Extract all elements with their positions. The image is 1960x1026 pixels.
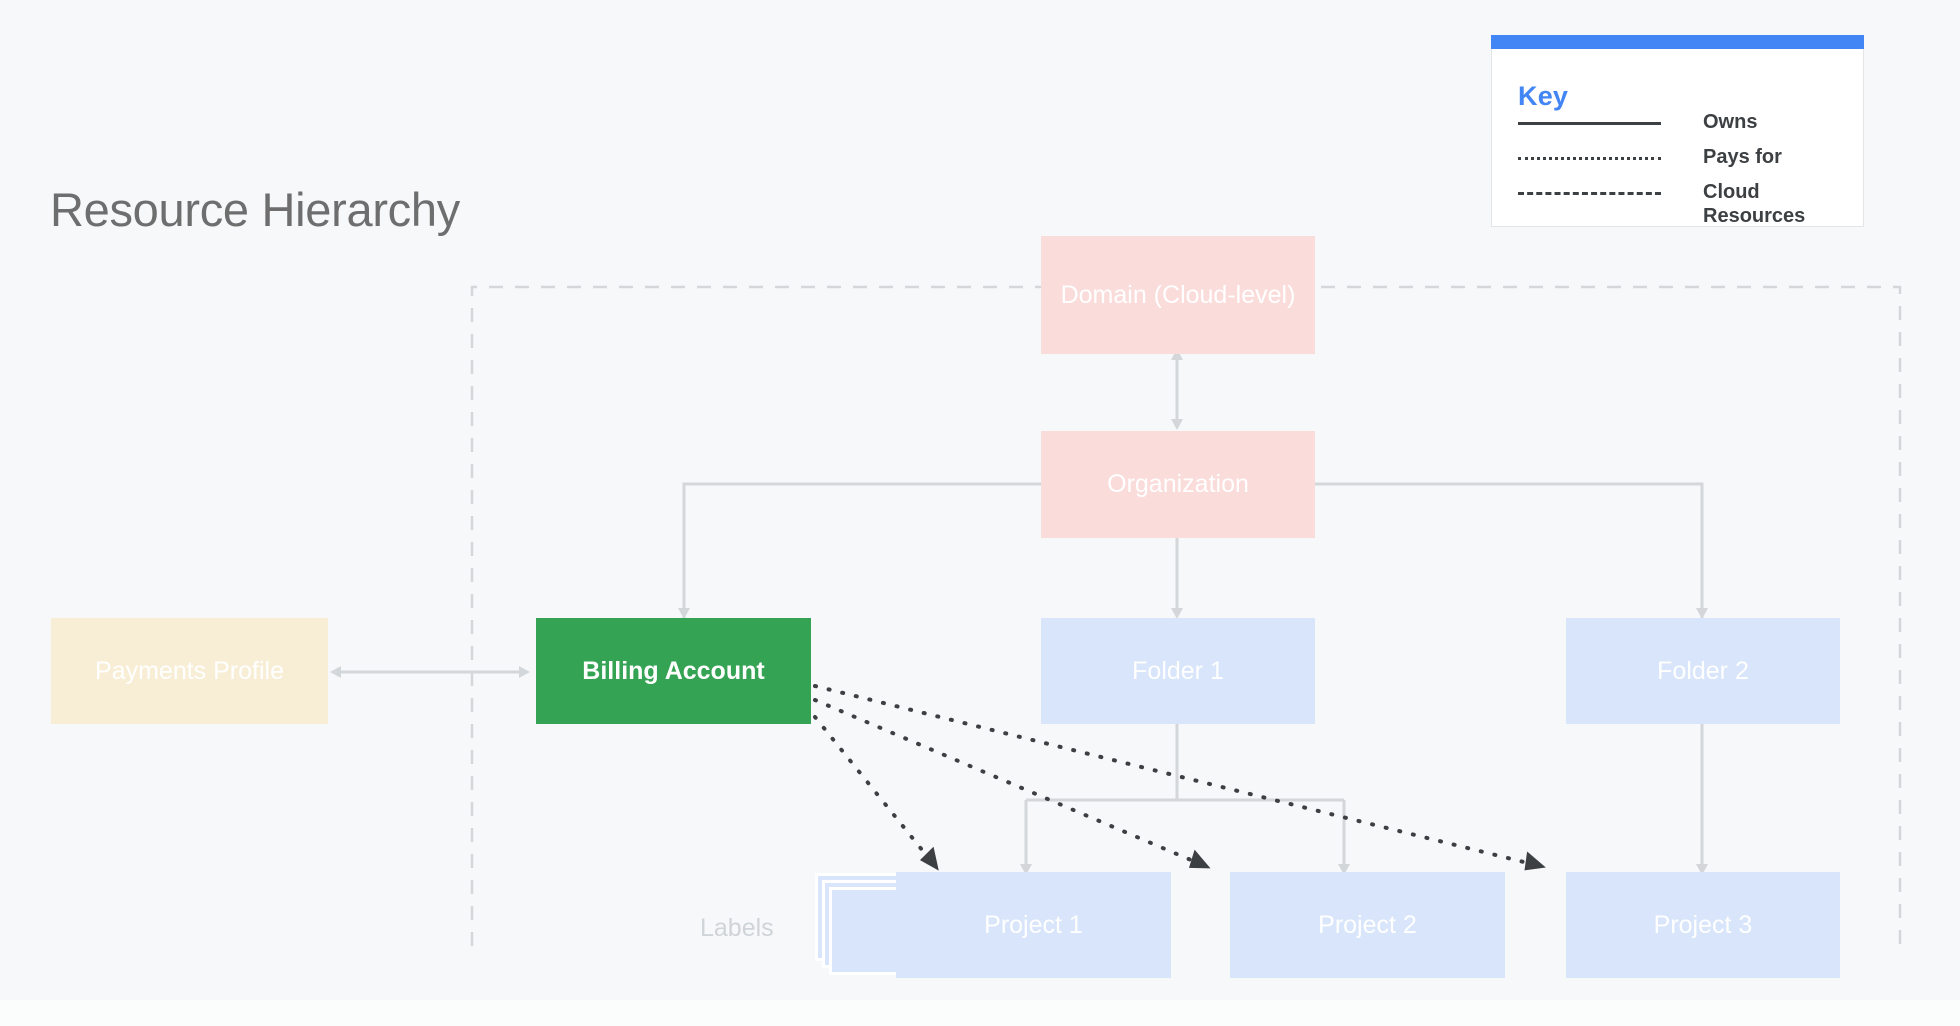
bottom-band (0, 1000, 1960, 1026)
node-project-1[interactable]: Project 1 (896, 872, 1171, 978)
key-line-dotted-icon (1518, 157, 1661, 160)
key-row-owns: Owns (1518, 110, 1833, 134)
page-title: Resource Hierarchy (50, 183, 460, 236)
key-label-pays-for: Pays for (1703, 146, 1782, 168)
node-project-3[interactable]: Project 3 (1566, 872, 1840, 978)
edge-folder1-projects (1020, 724, 1350, 875)
key-line-dashed-icon (1518, 192, 1661, 195)
node-organization[interactable]: Organization (1041, 431, 1315, 538)
key-accent-bar (1491, 35, 1864, 49)
edge-billing-pays-projects (813, 684, 1546, 871)
key-line-solid-icon (1518, 122, 1661, 125)
key-label-owns: Owns (1703, 111, 1758, 133)
key-row-pays-for: Pays for (1518, 145, 1833, 169)
key-card (1491, 35, 1864, 227)
node-folder-1[interactable]: Folder 1 (1041, 618, 1315, 724)
edge-organization-children (678, 482, 1708, 619)
key-title: Key (1518, 81, 1569, 111)
cloud-resources-boundary (470, 285, 1902, 946)
node-billing-account[interactable]: Billing Account (536, 618, 811, 724)
node-folder-2[interactable]: Folder 2 (1566, 618, 1840, 724)
labels-label: Labels (700, 914, 774, 942)
node-project-2[interactable]: Project 2 (1230, 872, 1505, 978)
key-label-cloud-resources: Cloud Resources (1703, 181, 1806, 228)
node-domain[interactable]: Domain (Cloud-level) (1041, 236, 1315, 354)
node-payments-profile[interactable]: Payments Profile (51, 618, 328, 724)
key-row-cloud-resources: Cloud Resources (1518, 180, 1833, 229)
